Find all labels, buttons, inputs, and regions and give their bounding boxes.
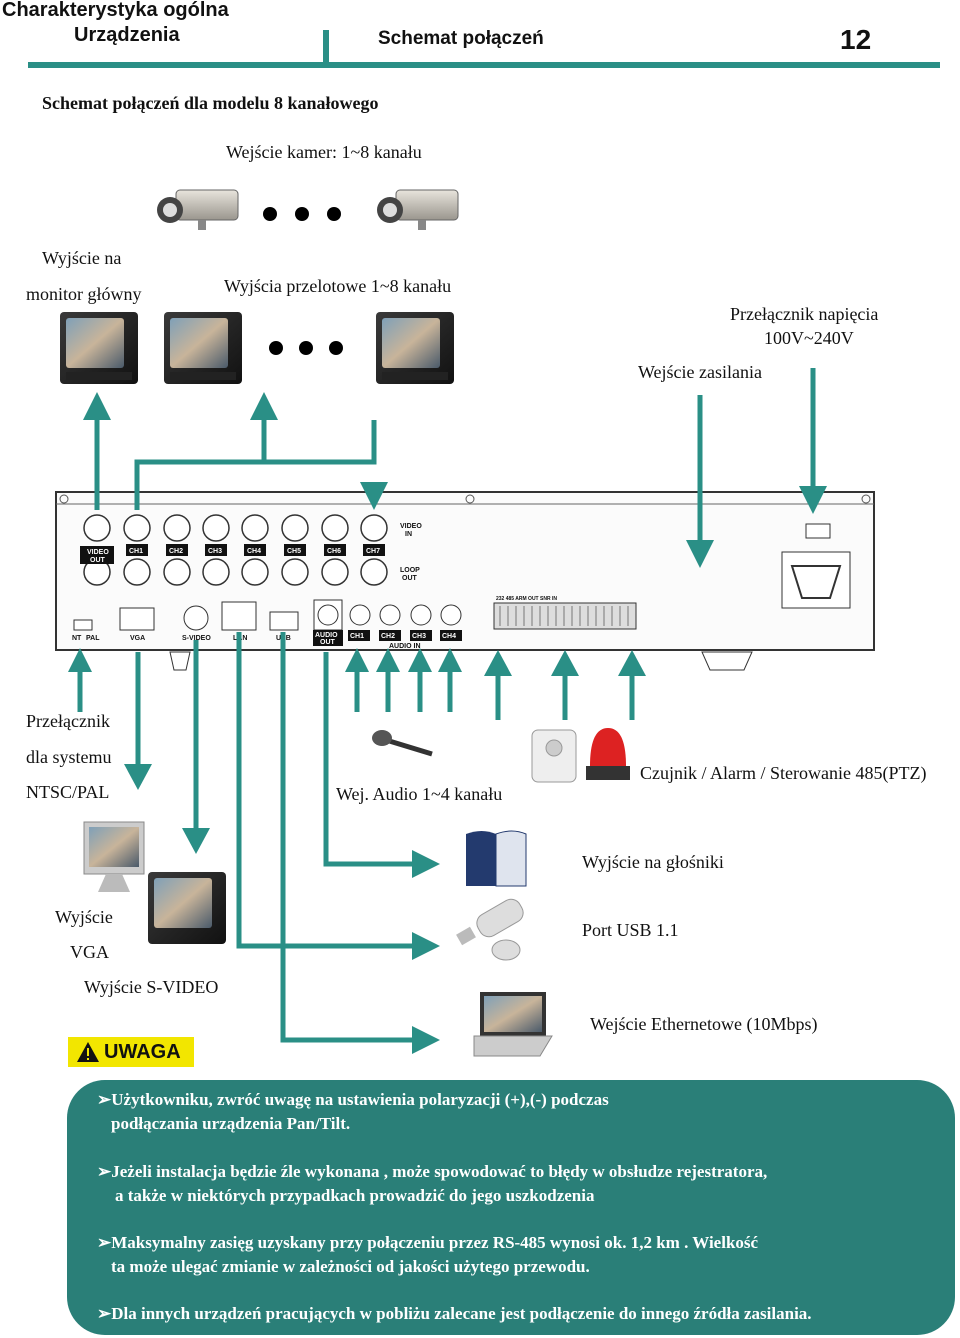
svideo-label: Wyjście S-VIDEO bbox=[84, 977, 219, 997]
chapter-title: Charakterystyka ogólna bbox=[2, 0, 229, 21]
voltage-label-2: 100V~240V bbox=[764, 328, 854, 348]
bnc-connectors bbox=[83, 514, 388, 586]
header-rule bbox=[28, 62, 940, 68]
svg-text:232 485 ARM OUT: 232 485 ARM OUT SNR IN bbox=[496, 596, 557, 602]
svg-text:OUT: OUT bbox=[320, 639, 336, 646]
svg-text:CH1: CH1 bbox=[129, 548, 143, 555]
svg-text:NT: NT bbox=[72, 635, 82, 642]
motion-sensor-icon bbox=[531, 729, 577, 783]
ethernet-label: Wejście Ethernetowe (10Mbps) bbox=[590, 1014, 818, 1034]
vga-label-1: Wyjście bbox=[55, 907, 113, 927]
warning-triangle-icon bbox=[77, 1042, 99, 1062]
power-socket bbox=[781, 523, 851, 609]
svg-text:CH2: CH2 bbox=[381, 633, 395, 640]
svg-text:PAL: PAL bbox=[86, 635, 100, 642]
svg-text:AUDIO: AUDIO bbox=[315, 632, 338, 639]
ntsc-label-1: Przełącznik bbox=[26, 711, 110, 731]
ntsc-label-3: NTSC/PAL bbox=[26, 782, 110, 802]
section-title: Schemat połączeń bbox=[378, 28, 544, 49]
warning-item-3-line2: ta może ulegać zmianie w zależności od j… bbox=[111, 1257, 590, 1276]
warning-item-4: ➢Dla innych urządzeń pracujących w pobli… bbox=[97, 1304, 812, 1323]
usb-drive-icon bbox=[456, 898, 524, 961]
svg-text:LOOP: LOOP bbox=[400, 567, 420, 574]
svg-text:OUT: OUT bbox=[90, 557, 106, 564]
svg-text:AUDIO IN: AUDIO IN bbox=[389, 643, 421, 650]
monitor-icon bbox=[376, 312, 454, 384]
arrow-heads bbox=[68, 392, 827, 1054]
warning-badge-label: UWAGA bbox=[104, 1040, 181, 1063]
main-monitor-label-1: Wyjście na bbox=[42, 248, 122, 268]
lcd-monitor-icon bbox=[83, 821, 145, 892]
checkmark-icon: ➢ bbox=[97, 1162, 112, 1181]
ellipsis-dots bbox=[263, 207, 343, 355]
monitor-icon bbox=[60, 312, 138, 384]
checkmark-icon: ➢ bbox=[97, 1090, 112, 1109]
page-number: 12 bbox=[840, 24, 872, 55]
svg-text:CH1: CH1 bbox=[350, 633, 364, 640]
monitor-icon bbox=[148, 872, 226, 944]
camera-input-label: Wejście kamer: 1~8 kanału bbox=[226, 142, 422, 162]
header-divider bbox=[323, 30, 329, 66]
svg-text:CH5: CH5 bbox=[287, 548, 301, 555]
vga-label-2: VGA bbox=[70, 942, 109, 962]
chapter-subtitle: Urządzenia bbox=[74, 24, 180, 46]
warning-item-2-line1: ➢Jeżeli instalacja będzie źle wykonana ,… bbox=[97, 1162, 768, 1181]
svg-text:CH4: CH4 bbox=[247, 548, 261, 555]
speakers-label: Wyjście na głośniki bbox=[582, 852, 724, 872]
svg-text:CH3: CH3 bbox=[412, 633, 426, 640]
connection-lines bbox=[77, 368, 816, 1043]
io-ports bbox=[73, 599, 462, 631]
camera-icon bbox=[377, 189, 459, 230]
checkmark-icon: ➢ bbox=[97, 1304, 112, 1323]
warning-badge: UWAGA bbox=[68, 1037, 194, 1067]
terminal-block bbox=[493, 602, 637, 630]
power-in-label: Wejście zasilania bbox=[638, 362, 762, 382]
microphone-icon bbox=[372, 730, 433, 757]
sensor-label: Czujnik / Alarm / Sterowanie 485(PTZ) bbox=[640, 763, 927, 783]
svg-text:IN: IN bbox=[405, 531, 412, 538]
laptop-icon bbox=[473, 992, 553, 1057]
camera-icon bbox=[157, 189, 239, 230]
warning-item-1-line2: podłączania urządzenia Pan/Tilt. bbox=[111, 1114, 351, 1133]
alarm-siren-icon bbox=[586, 728, 630, 780]
warning-item-2-line2: a także w niektórych przypadkach prowadz… bbox=[115, 1186, 595, 1205]
warning-item-3-line1: ➢Maksymalny zasięg uzyskany przy połącze… bbox=[97, 1233, 759, 1252]
main-monitor-label-2: monitor główny bbox=[26, 284, 142, 304]
svg-text:CH3: CH3 bbox=[208, 548, 222, 555]
svg-text:S-VIDEO: S-VIDEO bbox=[182, 635, 211, 642]
svg-text:CH4: CH4 bbox=[442, 633, 456, 640]
ntsc-label-2: dla systemu bbox=[26, 747, 112, 767]
loop-out-label: Wyjścia przelotowe 1~8 kanału bbox=[224, 276, 452, 296]
svg-text:CH2: CH2 bbox=[169, 548, 183, 555]
audio-in-label: Wej. Audio 1~4 kanału bbox=[336, 784, 503, 804]
diagram-title: Schemat połączeń dla modelu 8 kanałowego bbox=[42, 93, 379, 113]
svg-text:CH6: CH6 bbox=[327, 548, 341, 555]
warning-item-1-line1: ➢Użytkowniku, zwróć uwagę na ustawienia … bbox=[97, 1090, 609, 1109]
voltage-label-1: Przełącznik napięcia bbox=[730, 304, 879, 324]
svg-text:OUT: OUT bbox=[402, 575, 418, 582]
video-out-tag: VIDEO bbox=[87, 549, 109, 556]
svg-text:CH7: CH7 bbox=[366, 548, 380, 555]
monitor-icon bbox=[164, 312, 242, 384]
usb-label: Port USB 1.1 bbox=[582, 920, 679, 940]
svg-text:VGA: VGA bbox=[130, 635, 145, 642]
svg-text:VIDEO: VIDEO bbox=[400, 523, 422, 530]
checkmark-icon: ➢ bbox=[97, 1233, 112, 1252]
speakers-icon bbox=[466, 830, 527, 887]
warning-box: ➢Użytkowniku, zwróć uwagę na ustawienia … bbox=[67, 1080, 955, 1335]
